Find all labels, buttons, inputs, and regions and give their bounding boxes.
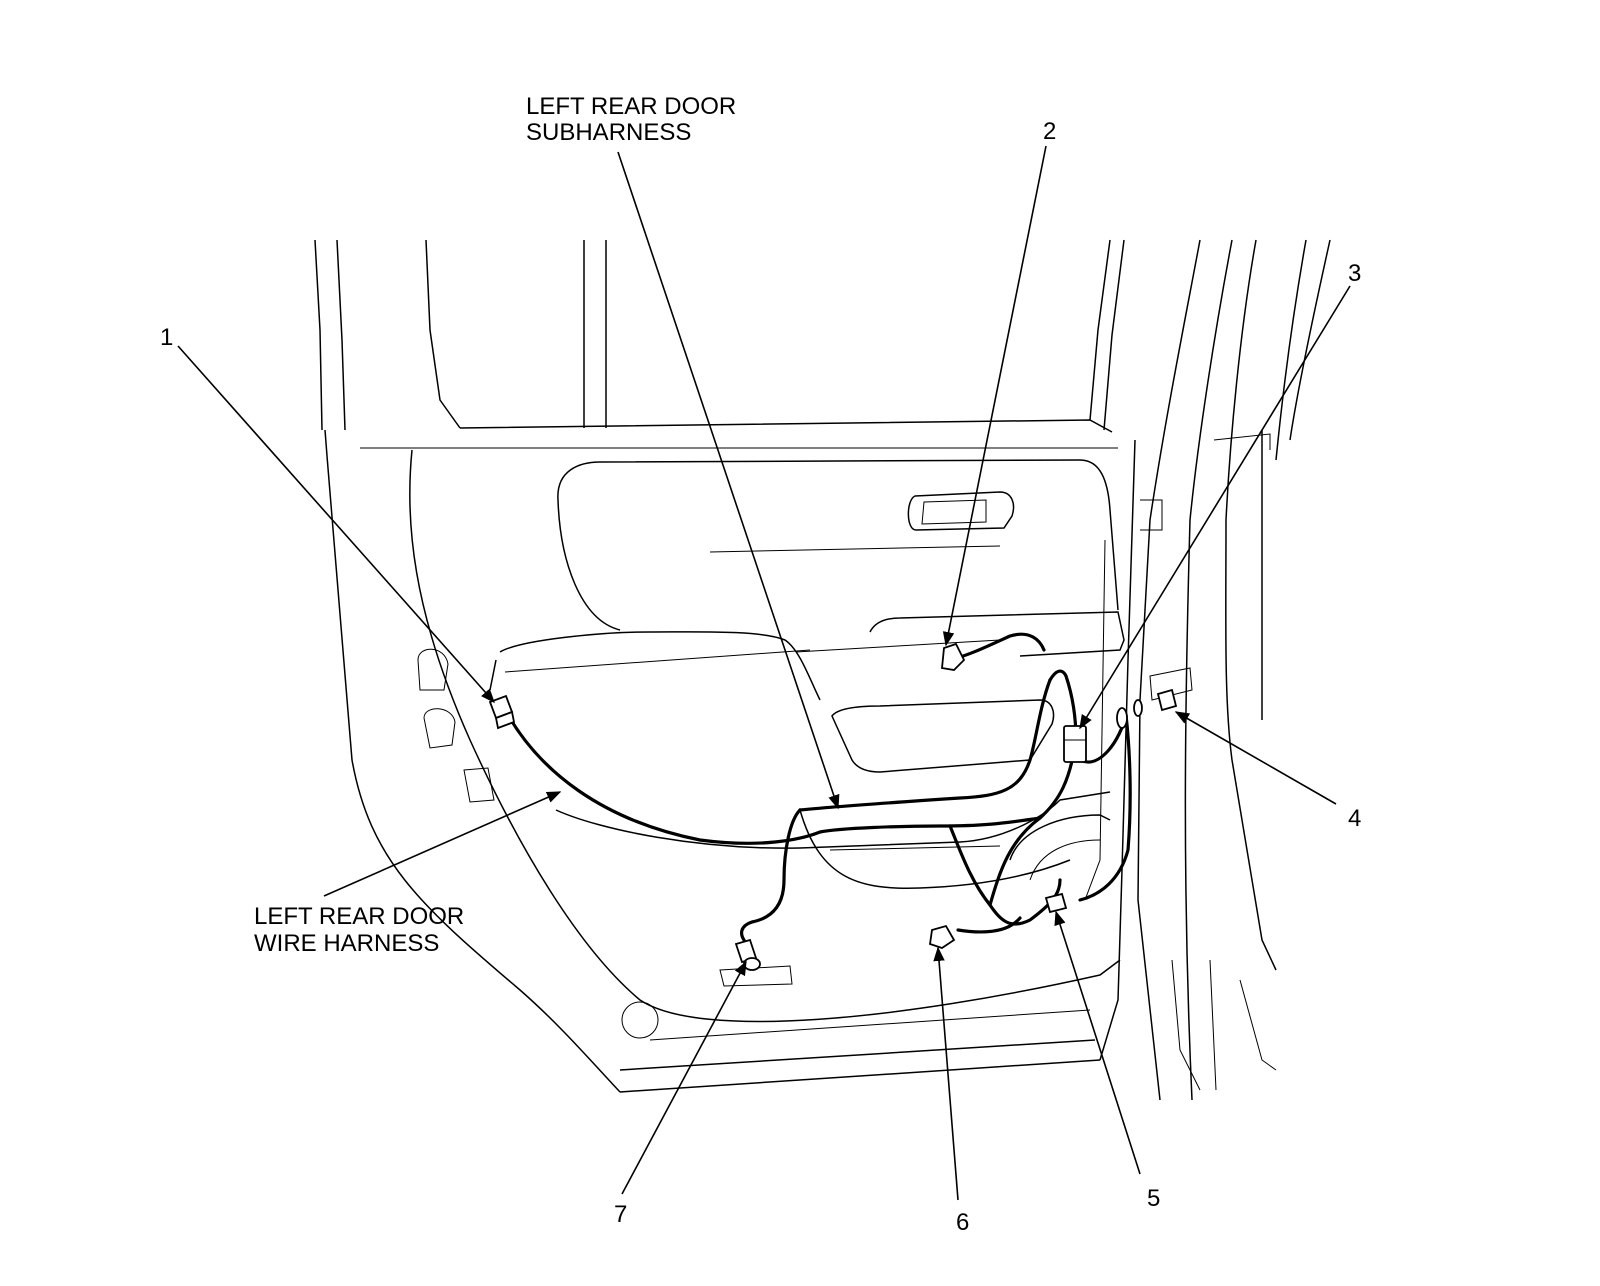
connector-5: [1044, 892, 1068, 914]
leader-subharness: [617, 151, 840, 810]
subharness-label-line1: LEFT REAR DOOR: [526, 93, 736, 120]
leader-1: [177, 345, 495, 704]
callout-3: 3: [1348, 260, 1361, 287]
connector-1: [488, 694, 516, 730]
connector-2: [941, 642, 966, 671]
door-trim-panel: [489, 459, 1125, 987]
leader-wire-harness: [323, 791, 562, 897]
leader-5: [1054, 910, 1141, 1175]
wire-harness-label-line1: LEFT REAR DOOR: [254, 903, 464, 930]
wire-harness-label-line2: WIRE HARNESS: [254, 930, 439, 957]
callout-1: 1: [160, 324, 173, 351]
leader-2: [942, 145, 1047, 647]
subharness-label-line2: SUBHARNESS: [526, 119, 691, 146]
leader-lines: [177, 145, 1351, 1201]
callout-7: 7: [614, 1201, 627, 1228]
leader-4: [1174, 711, 1337, 805]
connector-7: [734, 938, 761, 971]
connector-6: [929, 924, 956, 949]
callout-2: 2: [1043, 118, 1056, 145]
leader-6: [933, 946, 959, 1201]
connector-3: [1063, 725, 1087, 763]
callout-5: 5: [1147, 1185, 1160, 1212]
door-body: [314, 239, 1193, 1093]
body-pillar: [1137, 239, 1331, 1101]
leader-3: [1079, 285, 1351, 730]
connector-4: [1116, 688, 1178, 729]
leader-7: [621, 960, 747, 1195]
callout-6: 6: [956, 1209, 969, 1236]
wire-harness-paths: [506, 632, 1132, 942]
callout-4: 4: [1348, 805, 1361, 832]
